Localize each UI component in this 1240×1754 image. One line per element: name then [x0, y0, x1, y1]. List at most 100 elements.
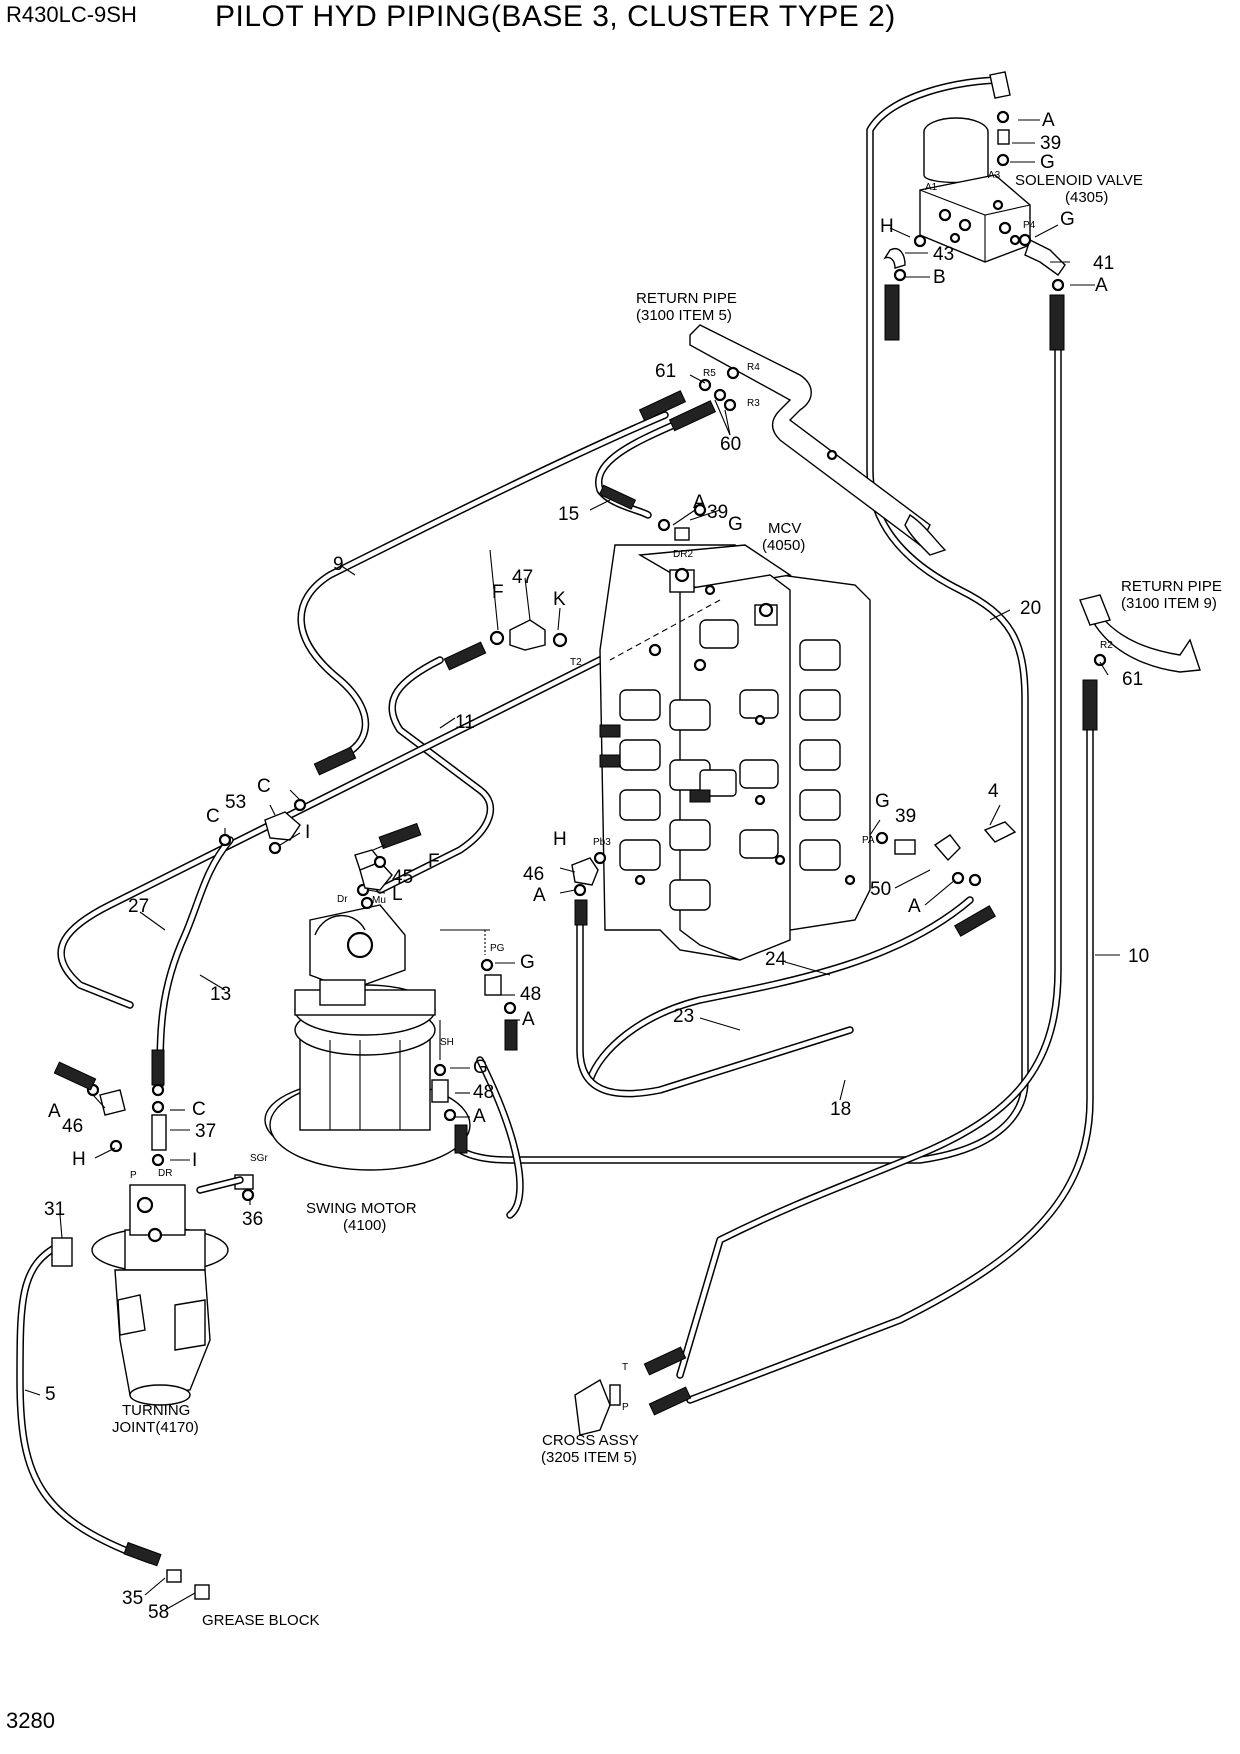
callout: 24	[765, 949, 787, 970]
mcv-label: MCV	[768, 520, 801, 537]
return-pipe-2	[1079, 594, 1201, 673]
return-pipe-1	[689, 324, 947, 556]
model-number: R430LC-9SH	[6, 2, 137, 27]
port-label: Mu	[372, 895, 386, 906]
callout: A	[1042, 110, 1055, 131]
callout: 46	[523, 864, 544, 885]
callout: G	[875, 791, 890, 812]
callout: 61	[1122, 669, 1143, 690]
port-label: PA	[862, 835, 875, 846]
callout: I	[305, 822, 310, 843]
callout: 47	[512, 567, 533, 588]
solenoid-valve-label: SOLENOID VALVE	[1015, 172, 1143, 189]
callout: A	[533, 885, 546, 906]
callout: 45	[392, 867, 413, 888]
port-label: DR2	[673, 549, 693, 560]
callout: G	[473, 1057, 488, 1078]
callout: 48	[520, 984, 541, 1005]
callout: 46	[62, 1116, 83, 1137]
port-label: PG	[490, 943, 505, 954]
mcv-block	[599, 544, 871, 961]
callout: H	[72, 1149, 86, 1170]
callout: 36	[242, 1209, 263, 1230]
return-pipe-1-label: RETURN PIPE	[636, 290, 737, 307]
callout: 5	[45, 1384, 56, 1405]
mcv-fittings	[218, 366, 1107, 937]
callout: 53	[225, 792, 246, 813]
port-label: P	[130, 1170, 137, 1181]
port-label: R2	[1100, 640, 1113, 651]
callout: 20	[1020, 598, 1041, 619]
return-pipe-1-ref: (3100 ITEM 5)	[636, 307, 732, 324]
callout: F	[492, 582, 504, 603]
item-callouts: A 39 G H 43 B G 41 A 61 60 15 A 39 G 9 F…	[44, 110, 1149, 1623]
cross-assy	[574, 1346, 692, 1436]
port-label: SH	[440, 1037, 454, 1048]
port-label: A1	[925, 182, 938, 193]
port-label: R3	[747, 398, 760, 409]
callout: 60	[720, 434, 741, 455]
port-label: T	[622, 1362, 628, 1373]
callout: 31	[44, 1199, 65, 1220]
component-captions: SOLENOID VALVE (4305) MCV (4050) RETURN …	[112, 172, 1222, 1629]
solenoid-valve	[883, 71, 1066, 351]
grease-block-label: GREASE BLOCK	[202, 1612, 320, 1629]
callout: F	[428, 851, 440, 872]
callout: 11	[455, 712, 475, 733]
callout: 61	[655, 361, 676, 382]
mcv-ref: (4050)	[762, 537, 805, 554]
callout: 50	[870, 879, 891, 900]
turning-joint-label: TURNING	[122, 1402, 190, 1419]
callout: 18	[830, 1099, 851, 1120]
callout: 37	[195, 1121, 216, 1142]
callout: 23	[673, 1006, 694, 1027]
callout: H	[553, 829, 567, 850]
callout: 39	[707, 502, 728, 523]
callout: A	[522, 1009, 535, 1030]
mcv-spool-caps	[599, 584, 856, 911]
port-label: Dr	[337, 894, 348, 905]
port-label: P	[622, 1402, 629, 1413]
return-pipe-2-ref: (3100 ITEM 9)	[1121, 595, 1217, 612]
callout: 39	[895, 806, 916, 827]
callout: A	[473, 1106, 486, 1127]
turning-joint-ref: JOINT(4170)	[112, 1419, 199, 1436]
callout: H	[880, 216, 894, 237]
port-label: R4	[747, 362, 760, 373]
callout: A	[908, 896, 921, 917]
grease-block-fittings	[123, 1541, 210, 1600]
callout: G	[520, 952, 535, 973]
port-label: T2	[570, 657, 582, 668]
swing-motor-ref: (4100)	[343, 1217, 386, 1234]
callout: 58	[148, 1602, 169, 1623]
pipe-network	[16, 76, 1094, 1564]
solenoid-valve-ref: (4305)	[1065, 189, 1108, 206]
callout: 48	[473, 1082, 494, 1103]
callout: G	[1060, 209, 1075, 230]
diagram-title: PILOT HYD PIPING(BASE 3, CLUSTER TYPE 2)	[215, 0, 896, 33]
callout: 10	[1128, 946, 1149, 967]
callout: 35	[122, 1588, 143, 1609]
callout: 39	[1040, 133, 1061, 154]
callout: 15	[558, 504, 579, 525]
port-labels: A1 A3 P4 R2 R3 R4 R5 DR2 T2 Pb3 PA Dr Mu…	[130, 170, 1113, 1413]
callout: A	[1095, 275, 1108, 296]
port-label: Pb3	[593, 837, 611, 848]
callout: B	[933, 267, 946, 288]
port-label: DR	[158, 1168, 172, 1179]
callout: C	[206, 806, 220, 827]
callout: C	[257, 776, 271, 797]
callout: A	[693, 492, 706, 513]
callout: G	[728, 514, 743, 535]
leader-lines	[24, 119, 1120, 1611]
callout: 9	[333, 554, 344, 575]
port-label: A3	[988, 170, 1001, 181]
callout: K	[553, 589, 566, 610]
callout: I	[192, 1150, 197, 1171]
turning-joint	[51, 1049, 229, 1406]
callout: 4	[988, 781, 999, 802]
callout: A	[48, 1101, 61, 1122]
cross-assy-label: CROSS ASSY	[542, 1432, 639, 1449]
callout: 27	[128, 896, 149, 917]
